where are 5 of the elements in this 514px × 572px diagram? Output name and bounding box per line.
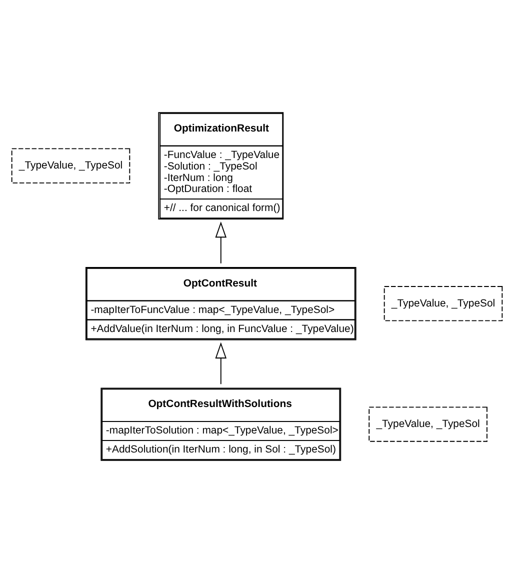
arrow xyxy=(215,342,227,384)
node-box: _TypeValue, _TypeSol xyxy=(11,148,130,183)
node-box: _TypeValue, _TypeSol xyxy=(368,406,488,442)
arrow xyxy=(215,220,227,264)
node-box: _TypeValue, _TypeSol xyxy=(384,286,503,321)
